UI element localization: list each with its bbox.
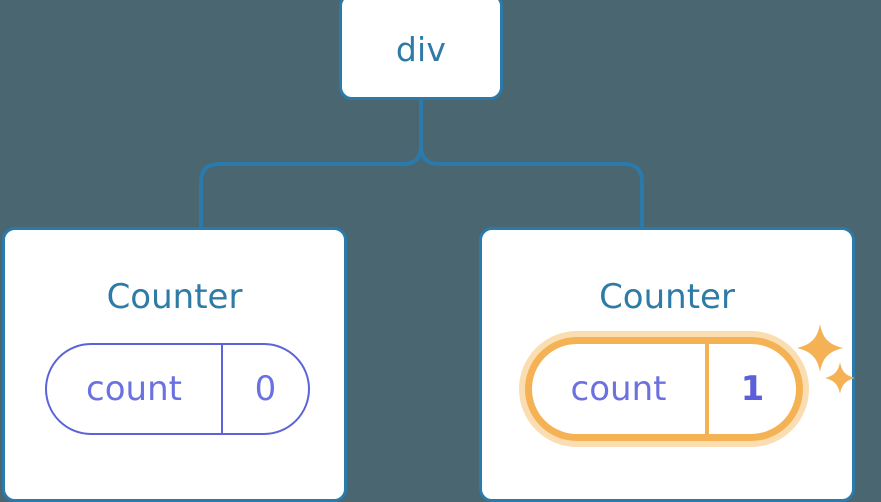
- state-key-label: count: [532, 344, 709, 434]
- state-value-label: 0: [254, 369, 277, 409]
- sparkle-icon: [797, 324, 843, 372]
- node-counter-left-label: Counter: [106, 277, 243, 317]
- node-div-label: div: [395, 30, 447, 69]
- sparkle-icon: [825, 362, 855, 394]
- sparkles-decoration: [797, 324, 857, 399]
- node-counter-left[interactable]: Counter count 0: [2, 227, 347, 502]
- state-value-label: 1: [740, 369, 765, 409]
- node-counter-right[interactable]: Counter count 1: [479, 227, 855, 502]
- state-key-label: count: [47, 345, 223, 433]
- node-div[interactable]: div: [339, 0, 503, 100]
- state-pill-count-left[interactable]: count 0: [45, 343, 310, 435]
- state-pill-count-right[interactable]: count 1: [525, 337, 803, 441]
- node-counter-right-label: Counter: [599, 277, 735, 317]
